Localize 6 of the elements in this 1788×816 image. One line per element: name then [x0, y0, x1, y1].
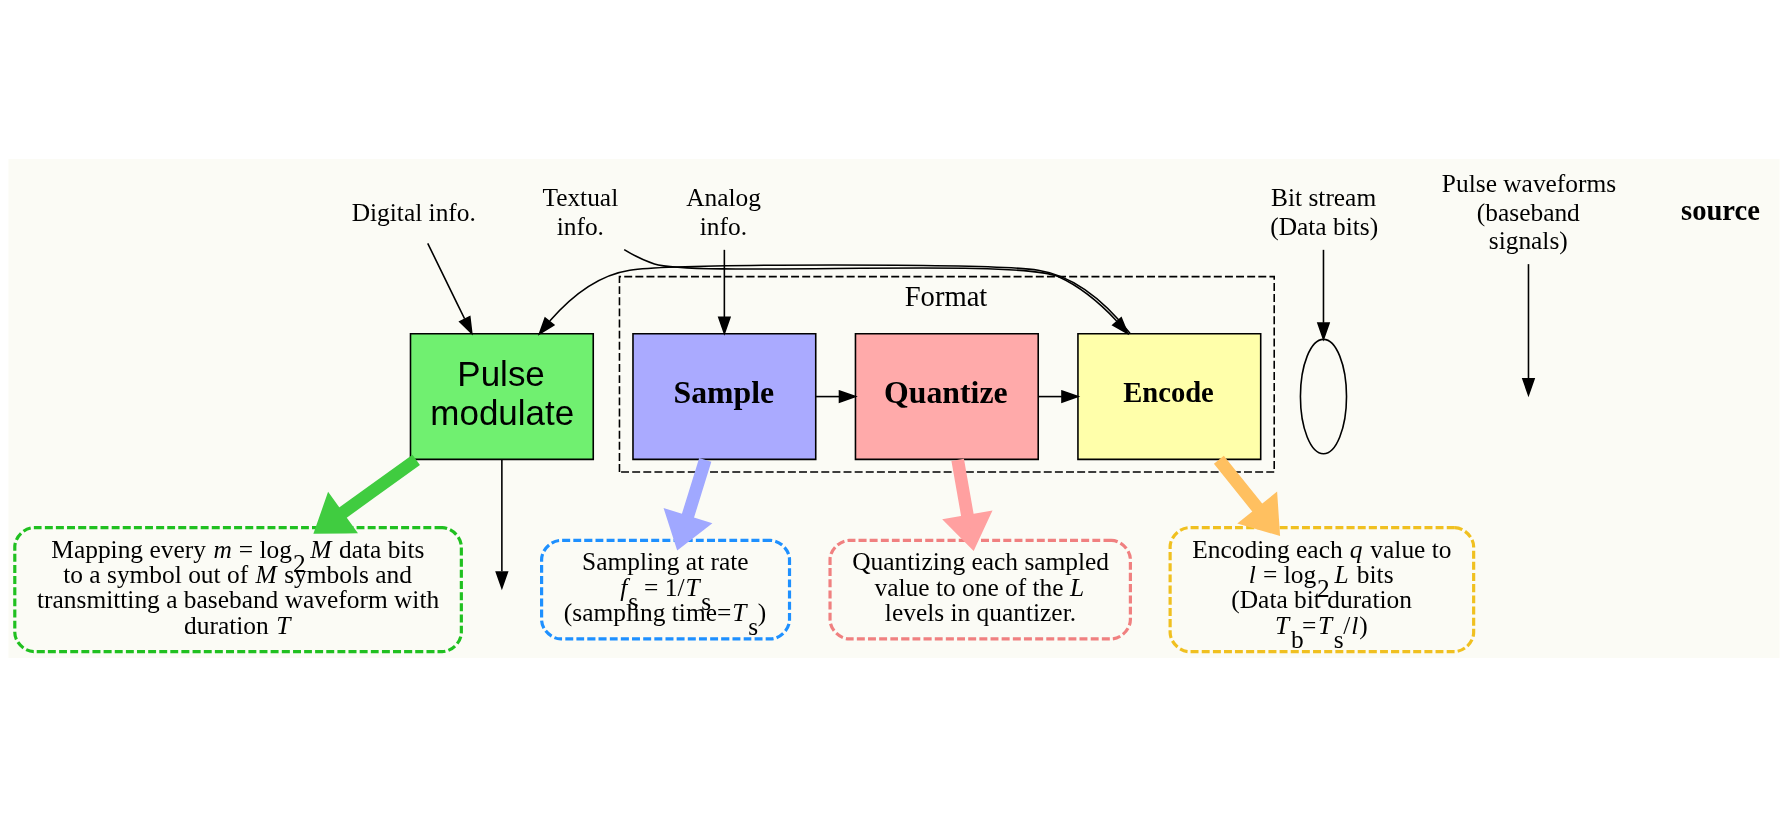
- node-text: Bit stream (Data bits): [1270, 182, 1379, 240]
- label: source: [1681, 194, 1760, 226]
- node-text: Analog info.: [686, 182, 762, 240]
- node-text: Pulse waveforms (baseband signals): [1441, 168, 1617, 254]
- node-text: Textual info.: [542, 182, 619, 240]
- node-text: Digital info.: [351, 197, 476, 226]
